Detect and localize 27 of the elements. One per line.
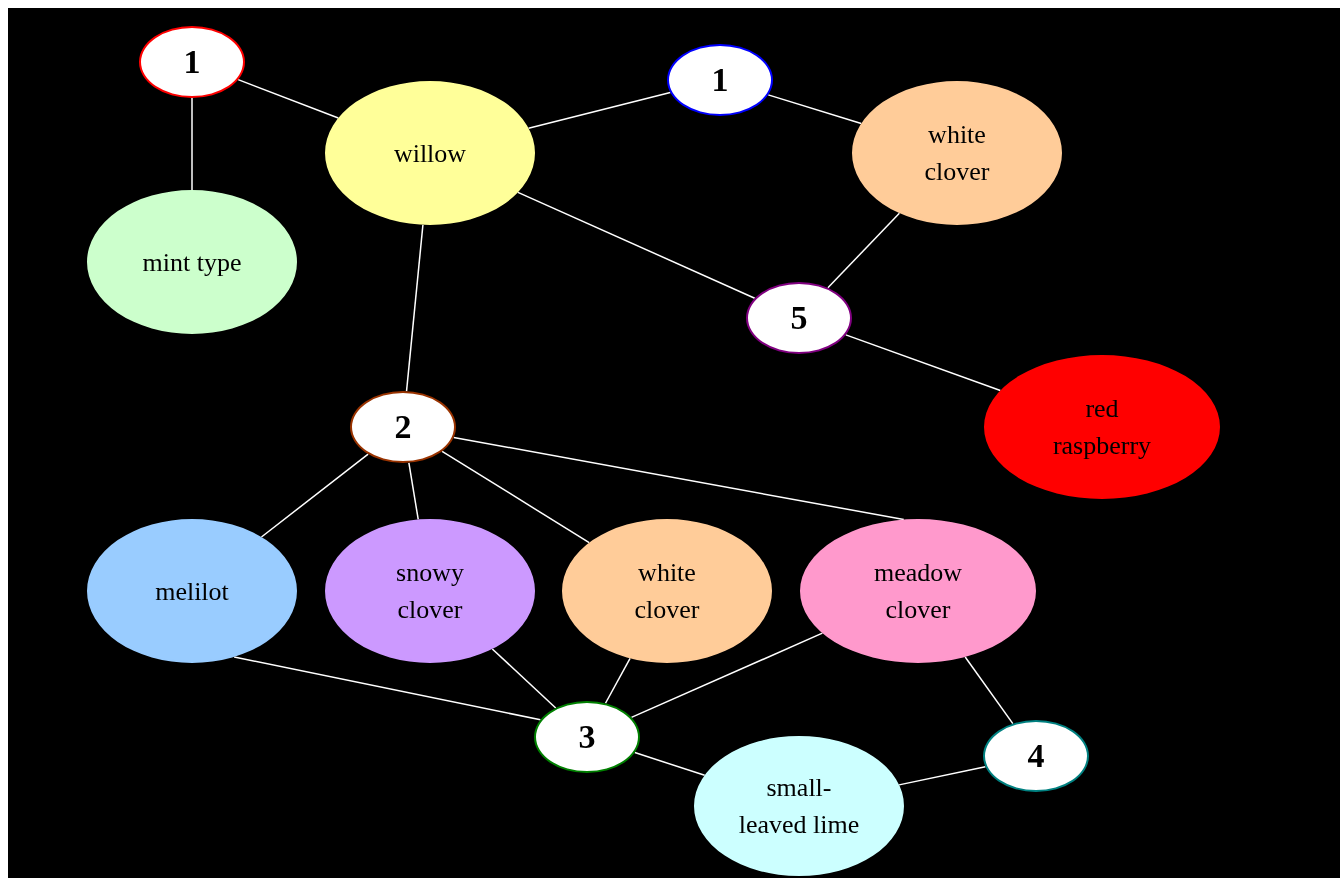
plant-name: white clover	[633, 557, 701, 626]
connector-line	[845, 334, 1002, 392]
number-label: 3	[578, 720, 596, 754]
connector-line	[491, 648, 557, 709]
connector-line	[634, 751, 706, 777]
plant-name: red raspberry	[1051, 393, 1153, 462]
plant-name: small-leaved lime	[737, 772, 861, 841]
connector-line	[452, 436, 905, 521]
number-label: 1	[183, 45, 201, 79]
connector-line	[405, 224, 424, 392]
connector-line	[604, 657, 631, 704]
connector-line	[408, 462, 419, 521]
connector-line	[898, 765, 987, 786]
plant-name: snowy clover	[395, 557, 465, 626]
plant-name: willow	[393, 137, 467, 170]
number-label: 5	[790, 301, 808, 335]
plant-name: melilot	[155, 575, 229, 608]
number-label: 1	[711, 63, 729, 97]
connector-line	[827, 212, 901, 289]
connector-line	[767, 94, 862, 125]
connector-line	[191, 97, 193, 191]
plant-name: white clover	[923, 119, 991, 188]
number-label: 4	[1027, 739, 1045, 773]
plant-name: mint type	[142, 246, 242, 279]
plant-name: meadow clover	[872, 557, 964, 626]
connector-line	[260, 453, 369, 538]
number-label: 2	[394, 410, 412, 444]
